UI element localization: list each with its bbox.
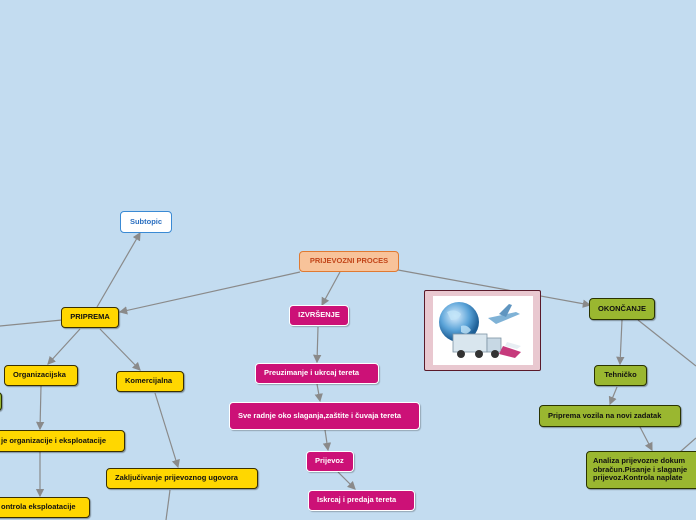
step-prijevoz-label: Prijevoz <box>315 457 344 466</box>
okoncanje-node[interactable]: OKONČANJE <box>589 298 655 320</box>
left-edge-partial-node[interactable] <box>0 392 2 411</box>
edge-right-analiza <box>680 438 696 452</box>
edge-izvrsenje-step1 <box>317 327 318 362</box>
okoncanje-label: OKONČANJE <box>598 305 646 314</box>
edge-priprema-organizacijska <box>48 329 80 364</box>
step-preuzimanje-node[interactable]: Preuzimanje i ukrcaj tereta <box>255 363 379 384</box>
priprema-node[interactable]: PRIPREMA <box>61 307 119 328</box>
edge-priprema-subtopic <box>97 233 140 307</box>
central-node[interactable]: PRIJEVOZNI PROCES <box>299 251 399 272</box>
edge-okoncanje-tehnicko <box>620 320 622 364</box>
edge-central-priprema <box>120 272 300 312</box>
step-iskrcaj-label: Iskrcaj i predaja tereta <box>317 496 396 505</box>
edge-priprema-left <box>0 320 62 326</box>
prijevozni-ugovor-node[interactable]: Zaključivanje prijevoznog ugovora <box>106 468 258 489</box>
izvrsenje-label: IZVRŠENJE <box>298 311 340 320</box>
step-slaganje-node[interactable]: Sve radnje oko slaganja,zaštite i čuvaja… <box>229 402 420 430</box>
edge-step2-step3 <box>325 430 328 450</box>
organizacijska-node[interactable]: Organizacijska <box>4 365 78 386</box>
komercijalna-label: Komercijalna <box>125 377 172 386</box>
izvrsenje-node[interactable]: IZVRŠENJE <box>289 305 349 326</box>
globe-truck-plane-illustration-icon <box>433 296 533 365</box>
organizacijska-label: Organizacijska <box>13 371 66 380</box>
tehnicko-node[interactable]: Tehničko <box>594 365 647 386</box>
step-preuzimanje-label: Preuzimanje i ukrcaj tereta <box>264 369 359 378</box>
priprema-vozila-label: Priprema vozila na novi zadatak <box>548 412 661 421</box>
tehnicko-label: Tehničko <box>604 371 636 380</box>
kontrola-eksploatacije-node[interactable]: ontrola eksploatacije <box>0 497 90 518</box>
organizacija-eksploatacije-node[interactable]: je organizacije i eksploatacije <box>0 430 125 452</box>
subtopic-label: Subtopic <box>130 218 162 227</box>
prijevozni-ugovor-label: Zaključivanje prijevoznog ugovora <box>115 474 238 483</box>
edge-priprema-komercijalna <box>100 329 140 370</box>
step-slaganje-label: Sve radnje oko slaganja,zaštite i čuvaja… <box>238 412 401 421</box>
kontrola-eksploatacije-label: ontrola eksploatacije <box>1 503 76 512</box>
subtopic-node[interactable]: Subtopic <box>120 211 172 233</box>
edge-step3-step4 <box>338 472 355 489</box>
edge-organizacijska-item <box>40 386 41 429</box>
step-prijevoz-node[interactable]: Prijevoz <box>306 451 354 472</box>
central-node-label: PRIJEVOZNI PROCES <box>310 257 388 266</box>
priprema-label: PRIPREMA <box>70 313 110 322</box>
edge-tehnicko-priprema-vozila <box>610 387 617 404</box>
edge-step1-step2 <box>317 384 320 401</box>
edge-okoncanje-right <box>638 320 696 366</box>
edge-priprema-vozila-analiza <box>640 427 652 450</box>
analiza-label: Analiza prijevozne dokum obračun.Pisanje… <box>593 457 695 483</box>
step-iskrcaj-node[interactable]: Iskrcaj i predaja tereta <box>308 490 415 511</box>
priprema-vozila-node[interactable]: Priprema vozila na novi zadatak <box>539 405 681 427</box>
organizacija-eksploatacije-label: je organizacije i eksploatacije <box>1 437 106 446</box>
analiza-node[interactable]: Analiza prijevozne dokum obračun.Pisanje… <box>586 451 696 489</box>
image-node[interactable] <box>424 290 541 371</box>
edge-komercijalna-ugovor <box>155 393 178 467</box>
komercijalna-node[interactable]: Komercijalna <box>116 371 184 392</box>
edge-central-izvrsenje <box>322 272 340 305</box>
edge-ugovor-down <box>166 490 170 520</box>
